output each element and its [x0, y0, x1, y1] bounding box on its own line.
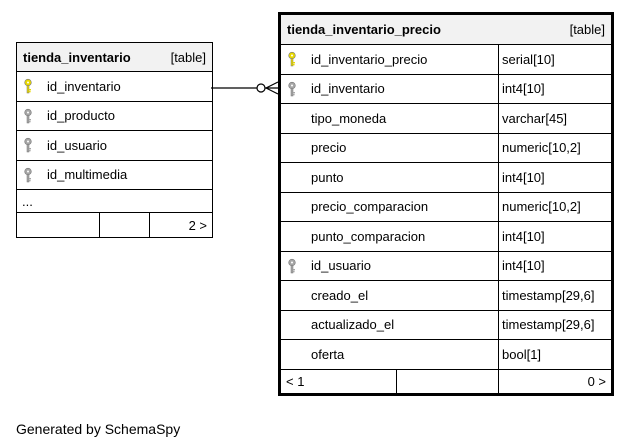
column-type: numeric[10,2] [502, 140, 581, 156]
column-row[interactable]: actualizado_el timestamp[29,6] [281, 310, 611, 340]
column-name-cell: precio_comparacion [281, 192, 499, 221]
column-type: varchar[45] [502, 110, 568, 126]
table-name: tienda_inventario [23, 49, 131, 65]
foreign-key-icon [288, 81, 296, 96]
table-type: [table] [170, 49, 206, 65]
primary-key-icon [288, 52, 296, 67]
table-header: tienda_inventario_precio [table] [281, 15, 611, 45]
column-row[interactable]: id_producto [17, 102, 212, 131]
column-name-cell: id_producto [17, 102, 212, 131]
relationship-zero-marker [256, 83, 266, 93]
column-name-cell: punto [281, 163, 499, 192]
column-name-cell: id_inventario_precio [281, 45, 499, 74]
column-name-cell: tipo_moneda [281, 104, 499, 133]
column-name: precio_comparacion [311, 199, 429, 215]
column-row[interactable]: id_usuario int4[10] [281, 251, 611, 281]
column-name-cell: actualizado_el [281, 310, 499, 339]
footer-mid [100, 213, 150, 237]
column-name-cell: creado_el [281, 281, 499, 310]
column-name: punto_comparacion [311, 228, 426, 244]
column-name: id_producto [47, 108, 115, 124]
table-name: tienda_inventario_precio [287, 22, 441, 37]
relationship-crowfoot-lower [265, 87, 279, 95]
column-row[interactable]: precio_comparacion numeric[10,2] [281, 192, 611, 222]
column-row[interactable]: id_multimedia [17, 161, 212, 190]
footer-parents [17, 213, 100, 237]
column-row[interactable]: id_inventario_precio serial[10] [281, 45, 611, 75]
column-type: numeric[10,2] [502, 199, 581, 215]
column-name-cell: id_usuario [17, 131, 212, 160]
column-name: id_inventario [47, 78, 121, 94]
column-name: creado_el [311, 287, 369, 303]
column-name: punto [311, 169, 344, 185]
column-type: bool[1] [502, 346, 542, 362]
column-type: int4[10] [502, 258, 545, 274]
column-name-cell: id_usuario [281, 251, 499, 280]
relationship-crowfoot-upper [265, 81, 279, 89]
column-type: timestamp[29,6] [502, 317, 595, 333]
column-type: serial[10] [502, 51, 555, 67]
foreign-key-icon [24, 138, 32, 153]
column-name-cell: id_multimedia [17, 161, 212, 190]
column-name-cell: precio [281, 133, 499, 162]
more-columns-indicator: ... [17, 190, 212, 213]
column-name-cell: id_inventario [281, 74, 499, 103]
foreign-key-icon [24, 167, 32, 182]
column-row[interactable]: id_usuario [17, 131, 212, 161]
table-header: tienda_inventario [table] [17, 43, 212, 72]
table-type: [table] [569, 22, 605, 37]
footer-children-count[interactable]: 2 > [188, 217, 207, 233]
table-tienda-inventario-precio[interactable]: tienda_inventario_precio [table] id_inve… [278, 12, 614, 396]
footer-parents-count[interactable]: < 1 [281, 369, 397, 393]
column-type: int4[10] [502, 228, 545, 244]
column-row[interactable]: id_inventario int4[10] [281, 74, 611, 104]
primary-key-icon [24, 79, 32, 94]
column-row[interactable]: punto_comparacion int4[10] [281, 222, 611, 252]
generator-caption: Generated by SchemaSpy [16, 421, 181, 437]
column-name: id_inventario_precio [311, 51, 428, 67]
table-footer: 2 > [17, 213, 212, 237]
column-name: id_inventario [311, 81, 385, 97]
column-row[interactable]: creado_el timestamp[29,6] [281, 281, 611, 311]
table-footer: < 1 0 > [281, 369, 611, 393]
column-name: tipo_moneda [311, 110, 387, 126]
column-type: int4[10] [502, 81, 545, 97]
foreign-key-icon [288, 258, 296, 273]
column-type: int4[10] [502, 169, 545, 185]
column-name: id_multimedia [47, 167, 128, 183]
column-name-cell: punto_comparacion [281, 222, 499, 251]
column-row[interactable]: id_inventario [17, 72, 212, 102]
column-name: id_usuario [311, 258, 371, 274]
footer-mid [397, 369, 499, 393]
column-type: timestamp[29,6] [502, 287, 595, 303]
column-row[interactable]: punto int4[10] [281, 163, 611, 193]
column-row[interactable]: oferta bool[1] [281, 340, 611, 370]
footer-children-count[interactable]: 0 > [587, 373, 606, 389]
column-name-cell: id_inventario [17, 72, 212, 101]
foreign-key-icon [24, 108, 32, 123]
column-row[interactable]: tipo_moneda varchar[45] [281, 104, 611, 134]
column-name: actualizado_el [311, 317, 395, 333]
column-name: oferta [311, 346, 345, 362]
column-name: id_usuario [47, 137, 107, 153]
relationship-connector [211, 81, 279, 95]
column-name-cell: oferta [281, 340, 499, 369]
column-name: precio [311, 140, 347, 156]
column-row[interactable]: precio numeric[10,2] [281, 133, 611, 163]
